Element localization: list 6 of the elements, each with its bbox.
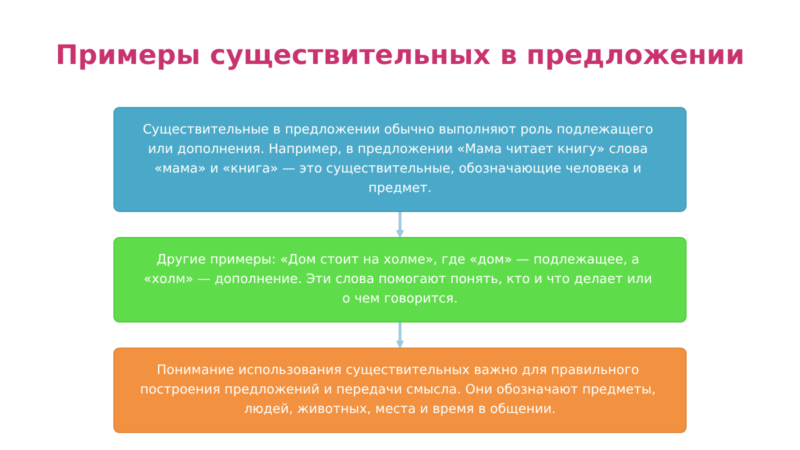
node-box: Другие примеры: «Дом стоит на холме», где «дом» — подлежащее, а «холм» — дополнение. Эти слова помогают понять, кто и что делает или о чем говорится. <box>113 237 687 322</box>
slide-title: Примеры существительных в предложении <box>54 40 746 71</box>
node-box: Существительные в предложении обычно выполняют роль подлежащего или дополнения. Например, в предложении «Мама читает книгу» слова «мама» и «книга» — это существительные, обозначающие человека и предмет. <box>113 106 687 212</box>
node-box: Понимание использования существительных важно для правильного построения предложений и передачи смысла. Они обозначают предметы, людей, животных, места и время в общении. <box>113 348 687 434</box>
arrow <box>396 211 404 238</box>
arrow <box>396 322 404 348</box>
